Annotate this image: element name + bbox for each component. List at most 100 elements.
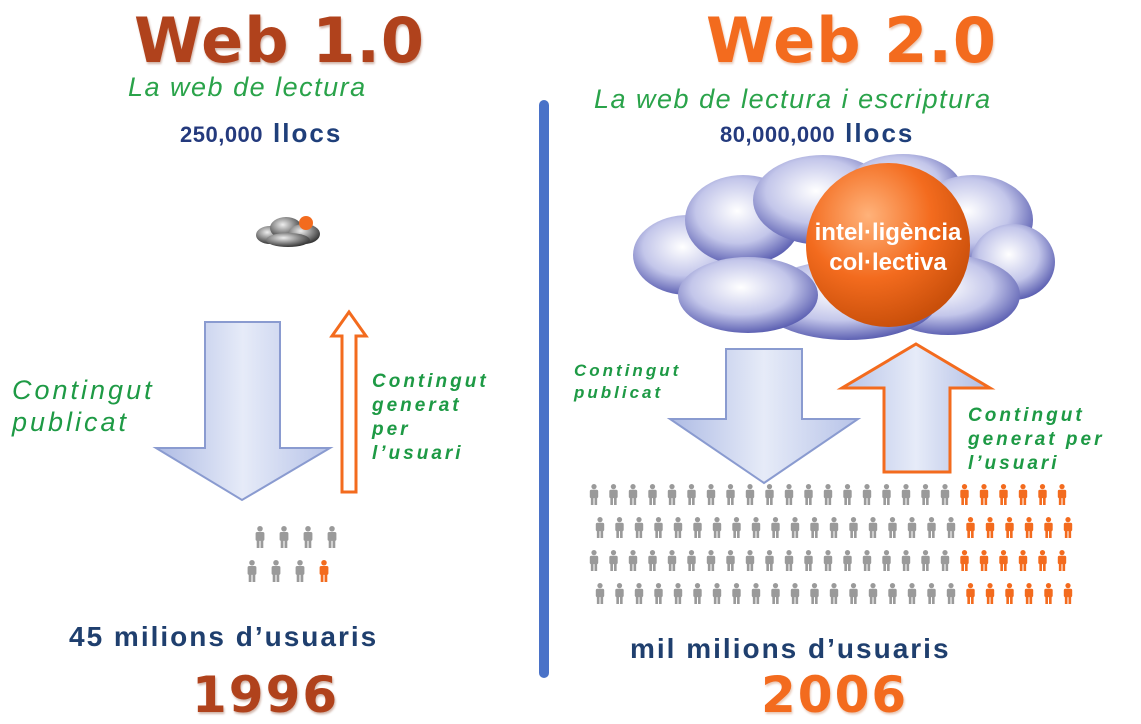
web2-published-arrow-icon [666,348,862,485]
web2-published-label: Contingut publicat [574,361,682,402]
person-icon [1024,517,1034,538]
person-icon [862,484,872,505]
person-icon [882,484,891,505]
person-icon [615,583,624,604]
web2-sites: 80,000,000 llocs [720,118,914,149]
person-icon [804,484,813,505]
person-icon [765,484,774,505]
web2-users-crowd-icon [589,484,1073,604]
person-icon [901,550,911,571]
person-icon [940,550,950,571]
person-icon [985,517,995,538]
web2-sites-label: llocs [845,118,915,148]
person-icon [589,550,599,571]
person-icon [706,550,716,571]
web1-title: Web 1.0 [134,4,426,77]
web1-users-count: 45 milions d’usuaris [69,621,379,652]
person-icon [985,583,995,604]
person-icon [907,517,917,538]
web1-published-label: Contingut publicat [12,375,155,437]
person-icon [667,550,677,571]
person-icon [693,517,702,538]
person-icon [609,484,618,505]
web2-year: 2006 [761,666,909,724]
person-icon [595,583,605,604]
person-icon [921,550,930,571]
person-icon [751,583,761,604]
web1-sites: 250,000 llocs [180,118,342,149]
person-icon [999,550,1008,571]
web2-title: Web 2.0 [706,4,998,77]
person-icon [927,583,936,604]
person-icon [595,517,605,538]
web2-user-content-label: Contingut generat per l’usuari [968,405,1105,474]
person-icon [823,484,833,505]
person-icon [765,550,774,571]
person-icon [823,550,833,571]
web1-users-crowd-icon [247,526,337,582]
person-icon [271,560,281,582]
person-icon [849,583,858,604]
web1-subtitle: La web de lectura [128,72,367,102]
person-icon [999,484,1008,505]
web1-published-arrow-icon [152,321,334,502]
person-icon [810,517,819,538]
web2-users-count: mil milions d’usuaris [630,633,951,664]
person-icon [960,484,969,505]
person-icon [654,517,663,538]
person-icon [927,517,936,538]
person-icon [648,484,657,505]
person-icon [751,517,761,538]
web1-year: 1996 [192,666,340,724]
person-icon [634,517,644,538]
person-icon [295,560,305,582]
person-icon [979,484,989,505]
person-icon [712,583,722,604]
person-icon [615,517,624,538]
person-icon [693,583,702,604]
person-icon [745,484,755,505]
person-icon [745,550,755,571]
person-icon [279,526,289,548]
person-icon [804,550,813,571]
person-icon [673,583,683,604]
web2-subtitle: La web de lectura i escriptura [594,84,992,114]
person-icon [771,517,780,538]
person-icon [673,517,683,538]
person-icon [1057,484,1067,505]
person-icon [771,583,780,604]
person-icon [303,526,313,548]
person-icon [706,484,716,505]
person-icon [654,583,663,604]
person-icon [868,517,878,538]
web1-small-cloud-icon [256,216,320,247]
cloud-label-line1: intel·ligència [815,219,962,246]
person-icon [1005,517,1014,538]
web2-sites-number: 80,000,000 [720,122,836,147]
person-icon [966,583,975,604]
person-icon [829,517,839,538]
person-icon [609,550,618,571]
person-icon [667,484,677,505]
person-icon [1018,484,1028,505]
person-icon [784,550,794,571]
person-icon [1063,517,1073,538]
person-icon [1044,583,1053,604]
person-icon [843,550,852,571]
person-icon [726,484,735,505]
person-icon [687,484,696,505]
person-icon [687,550,696,571]
person-icon [1038,550,1047,571]
person-icon [1044,517,1053,538]
person-icon [1018,550,1028,571]
web1-sites-label: llocs [273,118,343,148]
web1-sites-number: 250,000 [180,122,264,147]
person-icon [888,517,897,538]
person-icon [648,550,657,571]
person-icon [862,550,872,571]
person-icon [327,526,337,548]
person-icon [790,583,800,604]
person-icon [843,484,852,505]
person-icon [790,517,800,538]
person-icon [901,484,911,505]
